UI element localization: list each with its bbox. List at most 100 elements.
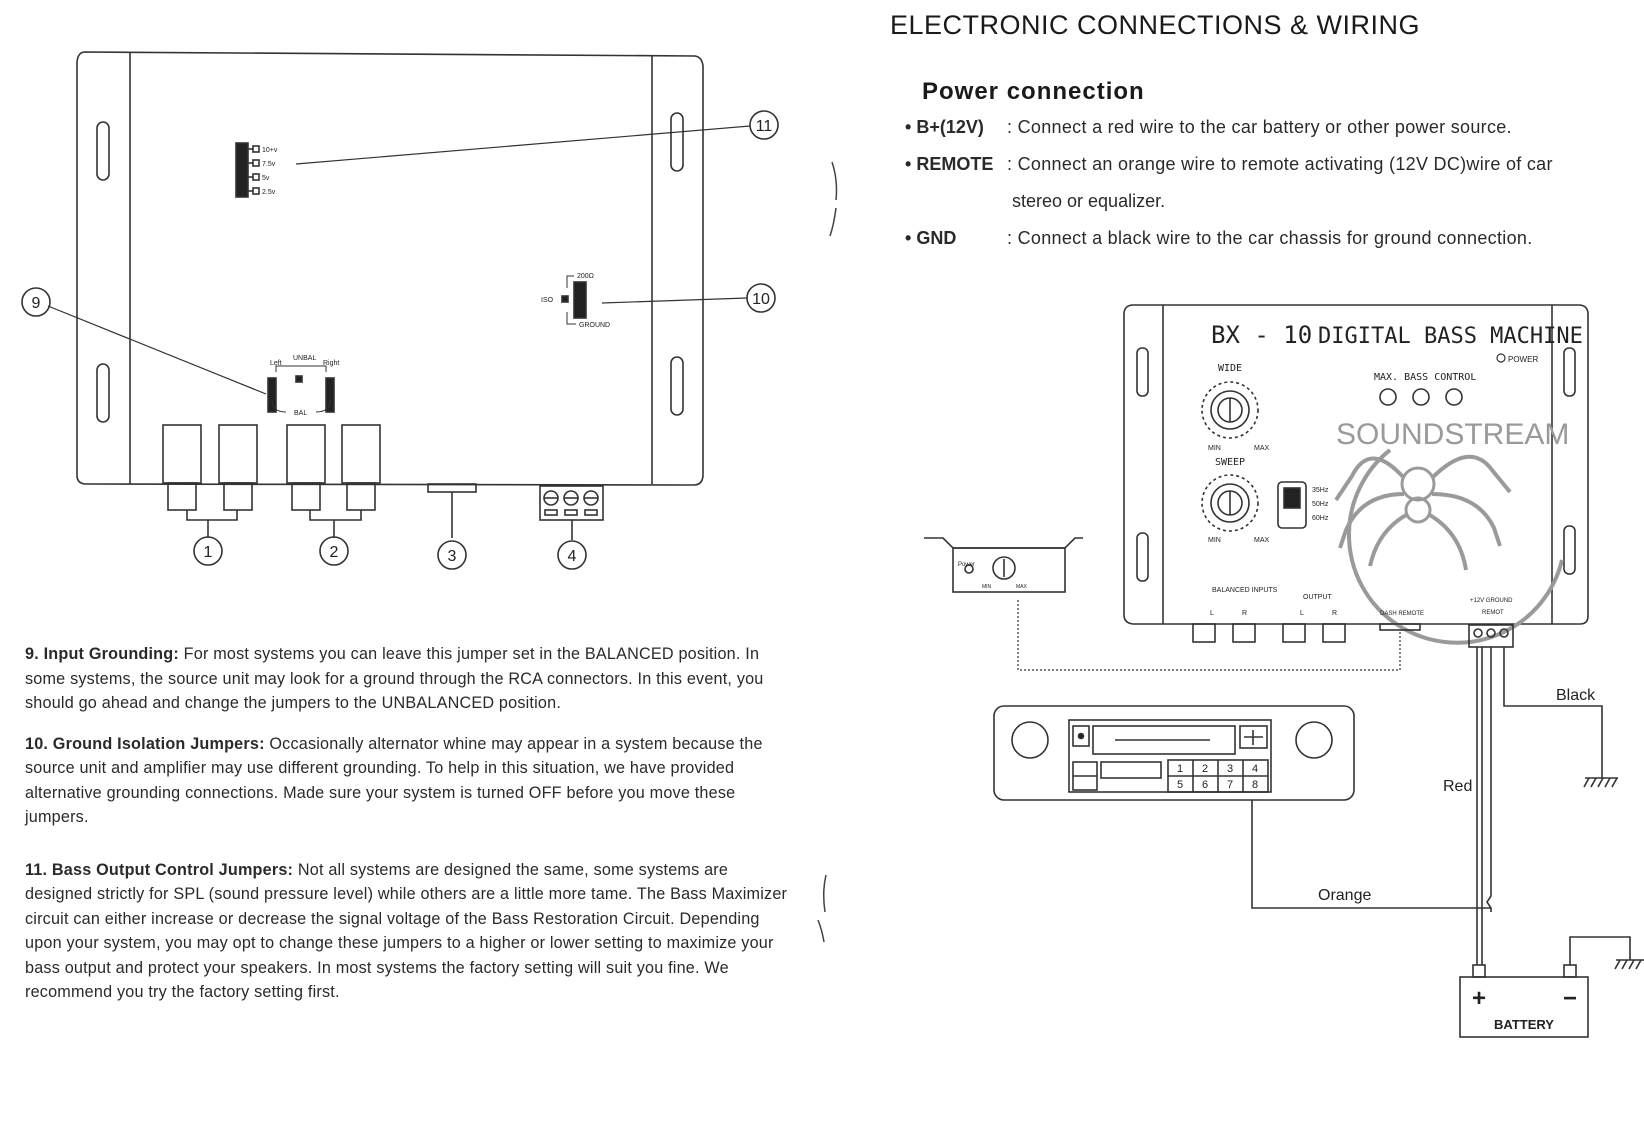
- power-item-desc: : Connect a black wire to the car chassi…: [1007, 228, 1533, 248]
- dash-remote-cable: [1017, 600, 1401, 671]
- bx10-product-name: DIGITAL BASS MACHINE: [1318, 324, 1583, 349]
- wide-min-label: MIN: [1208, 445, 1221, 452]
- bx10-mount-slot: [1136, 347, 1149, 397]
- input-r-label: R: [1242, 610, 1247, 617]
- frequency-switch: [1277, 481, 1307, 529]
- battery: [1459, 936, 1644, 1038]
- battery-label: BATTERY: [1494, 1017, 1554, 1032]
- callout-4: [557, 540, 587, 570]
- wide-knob: [1201, 381, 1259, 439]
- dash-remote-label: DASH REMOTE: [1380, 611, 1424, 617]
- wiring-diagram: [924, 304, 1644, 1038]
- power-label: POWER: [1508, 355, 1538, 364]
- power-connection-heading: Power connection: [922, 78, 1145, 105]
- stereo-key: 7: [1227, 779, 1233, 791]
- power-item-term: • GND: [905, 228, 957, 248]
- stereo-key: 8: [1252, 779, 1258, 791]
- bx10-model-label: BX - 10: [1211, 321, 1312, 349]
- bx10-mount-slot: [1563, 347, 1576, 397]
- rca-connector-group-1: [162, 424, 258, 538]
- stereo-key: 6: [1202, 779, 1208, 791]
- red-wire-label: Red: [1443, 778, 1472, 795]
- max-bass-label: MAX. BASS CONTROL: [1374, 372, 1476, 383]
- remote-terminal-label: REMOT: [1482, 610, 1504, 616]
- unit-top-view-diagram: [21, 51, 779, 570]
- soundstream-spider-logo: [1334, 448, 1564, 645]
- jumper-10-block: [561, 275, 587, 325]
- freq-label-50: 50Hz: [1312, 501, 1329, 508]
- jumper-9-label-bal: BAL: [294, 410, 307, 417]
- callout-9: [21, 287, 51, 317]
- remote-min-label: MIN: [982, 584, 992, 590]
- balanced-input-r: [1232, 623, 1256, 643]
- stereo-key: 3: [1227, 763, 1233, 775]
- stereo-key: 5: [1177, 779, 1183, 791]
- callout-2-label: 2: [330, 544, 339, 561]
- jumper-10-label-200: 200Ω: [577, 273, 594, 280]
- sweep-min-label: MIN: [1208, 537, 1221, 544]
- callout-11-label: 11: [756, 118, 773, 135]
- note-title: 10. Ground Isolation Jumpers:: [25, 734, 265, 753]
- callout-9-label: 9: [32, 295, 41, 312]
- note-title: 9. Input Grounding:: [25, 645, 179, 663]
- jumper-10-label-iso: ISO: [541, 297, 554, 304]
- power-item-term: • B+(12V): [905, 117, 984, 137]
- dash-remote-module: [924, 537, 1083, 593]
- jumper-11-label-2-5v: 2.5v: [262, 189, 276, 196]
- jumper-11-block: [235, 142, 260, 198]
- jumper-notes: 9. Input Grounding: For most systems you…: [25, 642, 795, 1021]
- wide-label: WIDE: [1218, 363, 1242, 374]
- jumper-11-label-5v: 5v: [262, 175, 270, 182]
- power-item-remote: • REMOTE : Connect an orange wire to rem…: [905, 147, 1605, 184]
- power-item-desc-continuation: stereo or equalizer.: [1012, 191, 1166, 211]
- balanced-input-l: [1192, 623, 1216, 643]
- output-r-label: R: [1332, 610, 1337, 617]
- jumper-11-label-7-5v: 7.5v: [262, 161, 276, 168]
- terminal-labels: +12V GROUND: [1470, 598, 1513, 604]
- unit-diagram-labels: 1 2 3 4 9 10 11 10+v 7.5v 5v 2.5v ISO 20…: [32, 118, 773, 565]
- soundstream-brand: SOUNDSTREAM: [1336, 418, 1569, 451]
- callout-3-label: 3: [448, 548, 457, 565]
- rca-connector-group-2: [286, 424, 381, 538]
- section-title: ELECTRONIC CONNECTIONS & WIRING: [890, 10, 1421, 40]
- max-bass-led-3: [1445, 388, 1463, 406]
- orange-wire-label: Orange: [1318, 887, 1371, 904]
- jumper-9-label-left: Left: [270, 360, 282, 367]
- jumper-9-label-right: Right: [323, 360, 339, 367]
- mount-slot: [96, 363, 110, 423]
- orange-wire-vertical: [1486, 647, 1492, 912]
- dash-remote-port: [1379, 623, 1421, 631]
- remote-max-label: MAX: [1016, 584, 1028, 590]
- jumper-10-label-ground: GROUND: [579, 322, 610, 329]
- output-label: OUTPUT: [1303, 594, 1333, 601]
- bx10-chassis: [1123, 304, 1589, 625]
- callout-11: [749, 110, 779, 140]
- note-body: For most systems you can leave this jump…: [25, 645, 764, 712]
- wide-max-label: MAX: [1254, 445, 1270, 452]
- sweep-label: SWEEP: [1215, 457, 1245, 468]
- unit-chassis: [76, 51, 704, 486]
- note-body: Occasionally alternator whine may appear…: [25, 734, 763, 827]
- ground-symbol: [1583, 777, 1618, 788]
- jumper-9-label-unbal: UNBAL: [293, 355, 316, 362]
- freq-label-35: 35Hz: [1312, 487, 1329, 494]
- note-title: 11. Bass Output Control Jumpers:: [25, 860, 294, 879]
- callout-2: [319, 536, 349, 566]
- fold-marks: [817, 161, 838, 943]
- balanced-inputs-label: BALANCED INPUTS: [1212, 587, 1278, 594]
- stereo-key: 4: [1252, 763, 1258, 775]
- output-l: [1282, 623, 1306, 643]
- black-wire-label: Black: [1556, 687, 1596, 704]
- callout-10-label: 10: [752, 291, 770, 308]
- callout-4-label: 4: [568, 548, 577, 565]
- bx10-mount-slot: [1136, 532, 1149, 582]
- sweep-max-label: MAX: [1254, 537, 1270, 544]
- remote-power-label: Power: [958, 562, 975, 568]
- power-led: [1496, 353, 1506, 363]
- mount-slot: [670, 356, 684, 416]
- orange-wire: [1251, 800, 1491, 909]
- wiring-diagram-labels: BX - 10 DIGITAL BASS MACHINE POWER MAX. …: [958, 321, 1596, 1032]
- frequency-switch-slider: [1283, 487, 1301, 509]
- bx10-mount-slot: [1563, 525, 1576, 575]
- power-item-bplus: • B+(12V) : Connect a red wire to the ca…: [905, 110, 1605, 147]
